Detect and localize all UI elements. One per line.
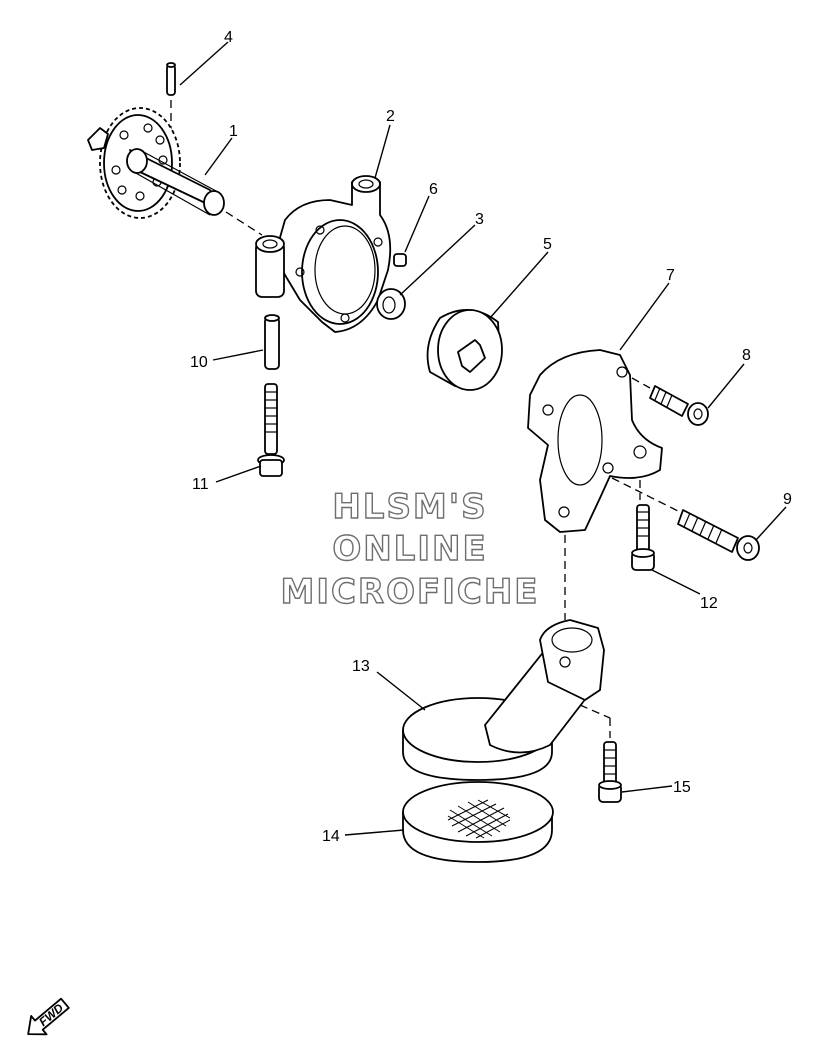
callout-11: 11 <box>192 476 209 493</box>
callout-15: 15 <box>673 779 691 796</box>
part-3-washer <box>376 288 406 320</box>
alignment-line-8 <box>631 377 651 389</box>
callout-6: 6 <box>429 181 438 198</box>
part-15-bolt <box>598 741 622 803</box>
callout-8: 8 <box>742 347 751 364</box>
part-10-dowel <box>264 314 280 370</box>
callout-12: 12 <box>700 595 718 612</box>
part-8-bolt <box>649 385 709 426</box>
part-5-rotor <box>426 309 503 391</box>
callout-3: 3 <box>475 211 484 228</box>
callout-13: 13 <box>352 658 370 675</box>
watermark: HLSM'S ONLINE MICROFICHE <box>280 486 539 612</box>
part-14-screen <box>402 781 554 863</box>
callout-2: 2 <box>386 108 395 125</box>
callout-9: 9 <box>783 491 792 508</box>
watermark-line-2: ONLINE <box>332 529 487 569</box>
alignment-line-15 <box>579 704 611 719</box>
part-11-flange-bolt <box>257 383 285 477</box>
part-7-pump-cover <box>527 349 663 533</box>
alignment-line-1 <box>225 211 263 236</box>
part-6-dowel <box>393 253 407 267</box>
watermark-line-1: HLSM'S <box>332 487 487 527</box>
callout-14: 14 <box>322 828 340 845</box>
callout-4: 4 <box>224 29 233 46</box>
callout-10: 10 <box>190 354 208 371</box>
watermark-line-3: MICROFICHE <box>280 572 539 612</box>
leader-lines <box>179 41 787 836</box>
part-12-bolt <box>631 504 655 571</box>
callout-5: 5 <box>543 236 552 253</box>
callout-numbers: 4 1 2 6 3 5 7 8 9 10 11 12 13 14 15 <box>190 29 792 845</box>
part-9-long-bolt <box>677 509 760 561</box>
fwd-arrow-icon: FWD <box>27 997 70 1036</box>
part-2-pump-housing <box>255 175 392 333</box>
part-4-pin <box>166 62 176 96</box>
part-13-oil-strainer <box>402 619 605 781</box>
callout-7: 7 <box>666 267 675 284</box>
mesh-pattern <box>447 799 511 839</box>
part-1-shaft-gear <box>87 107 225 219</box>
callout-1: 1 <box>229 123 238 140</box>
